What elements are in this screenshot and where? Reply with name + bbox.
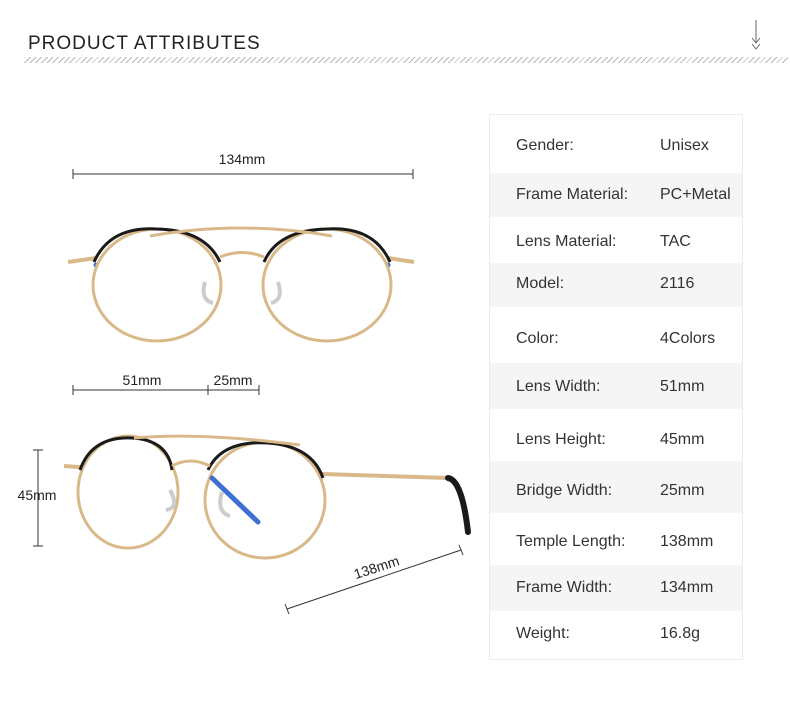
attribute-row-lens-height: Lens Height: 45mm (490, 409, 742, 461)
attribute-value: 138mm (660, 533, 714, 550)
attribute-row-frame-width: Frame Width: 134mm (490, 565, 742, 611)
attribute-label: Bridge Width: (516, 482, 613, 499)
total-width-dimension: 134mm (72, 151, 414, 179)
bridge-width-label: 25mm (214, 372, 253, 388)
attribute-row-temple-length: Temple Length: 138mm (490, 513, 742, 565)
attribute-label: Gender: (516, 137, 574, 154)
attribute-value: 45mm (660, 431, 705, 448)
total-width-label: 134mm (219, 151, 266, 167)
attribute-value: TAC (660, 233, 691, 250)
attribute-value: 134mm (660, 579, 714, 596)
attribute-label: Frame Width: (516, 579, 613, 596)
angled-view-glasses (63, 434, 471, 560)
attribute-row-gender: Gender: Unisex (490, 115, 742, 173)
attribute-row-model: Model: 2116 (490, 263, 742, 307)
attribute-label: Frame Material: (516, 186, 629, 203)
attribute-value: Unisex (660, 137, 709, 154)
attribute-value: 25mm (660, 482, 705, 499)
attribute-label: Model: (516, 275, 565, 292)
attributes-table: Gender: Unisex Frame Material: PC+Metal … (489, 114, 743, 660)
glasses-illustration: 134mm 51mm 25mm 45mm (18, 151, 471, 615)
lens-height-dimension: 45mm (18, 449, 57, 547)
lens-width-label: 51mm (123, 372, 162, 388)
section-title: PRODUCT ATTRIBUTES (28, 33, 261, 54)
attribute-value: 4Colors (660, 330, 716, 347)
attribute-row-color: Color: 4Colors (490, 307, 742, 363)
attribute-label: Color: (516, 330, 559, 347)
double-chevron-down-icon (751, 20, 761, 50)
attribute-label: Weight: (516, 625, 570, 642)
attribute-label: Lens Width: (516, 378, 601, 395)
attribute-row-lens-material: Lens Material: TAC (490, 217, 742, 263)
attribute-row-lens-width: Lens Width: 51mm (490, 363, 742, 409)
lens-height-label: 45mm (18, 487, 57, 503)
attribute-label: Lens Height: (516, 431, 606, 448)
attribute-value: 2116 (660, 275, 695, 292)
attribute-row-bridge-width: Bridge Width: 25mm (490, 461, 742, 513)
front-view-glasses (67, 226, 415, 343)
attribute-row-frame-material: Frame Material: PC+Metal (490, 173, 742, 217)
attribute-value: 16.8g (660, 625, 701, 642)
attribute-row-weight: Weight: 16.8g (490, 611, 742, 659)
attribute-label: Lens Material: (516, 233, 617, 250)
lens-bridge-dimension: 51mm 25mm (72, 372, 260, 395)
title-divider (24, 57, 788, 63)
attribute-value: 51mm (660, 378, 705, 395)
temple-length-dimension: 138mm (284, 544, 464, 615)
attribute-label: Temple Length: (516, 533, 626, 550)
attribute-value: PC+Metal (660, 186, 731, 203)
temple-length-label: 138mm (352, 552, 401, 582)
